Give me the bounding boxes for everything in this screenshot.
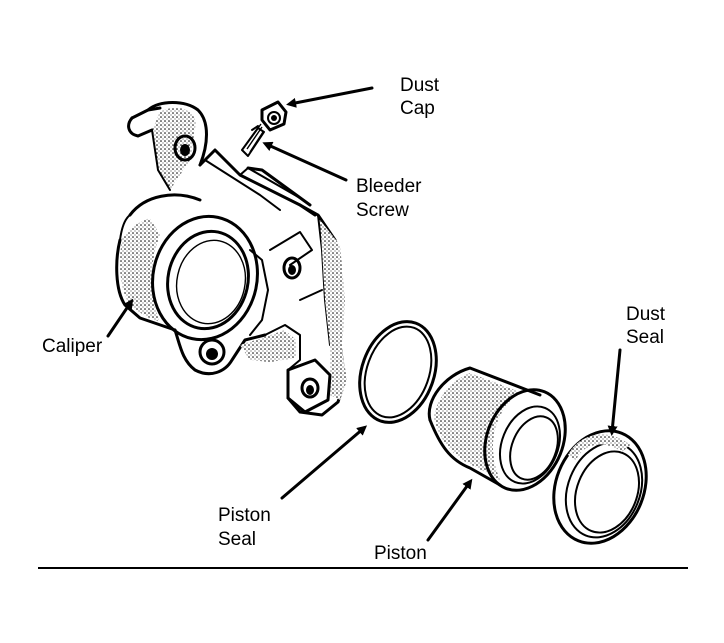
caliper-part xyxy=(115,101,347,417)
leader-arrows xyxy=(106,86,622,542)
label-caliper: Caliper xyxy=(42,336,103,357)
piston-arrow xyxy=(426,478,473,542)
label-piston-seal: Piston Seal xyxy=(218,505,276,550)
piston-seal-arrow xyxy=(280,425,368,500)
bleeder-screw-part xyxy=(241,123,265,157)
dust-seal-part xyxy=(552,429,648,545)
dust-cap-arrow xyxy=(286,86,374,108)
dust-seal-arrow xyxy=(607,348,622,436)
dust-cap-part xyxy=(260,100,288,132)
label-dust-seal: Dust Seal xyxy=(626,304,670,348)
label-bleeder-screw: Bleeder Screw xyxy=(356,176,427,221)
label-piston: Piston xyxy=(374,543,427,564)
piston-seal-part xyxy=(358,320,438,424)
bleeder-screw-arrow xyxy=(262,141,348,182)
piston-part xyxy=(427,366,567,492)
label-dust-cap: Dust Cap xyxy=(400,75,444,119)
caliper-arrow xyxy=(106,298,134,338)
